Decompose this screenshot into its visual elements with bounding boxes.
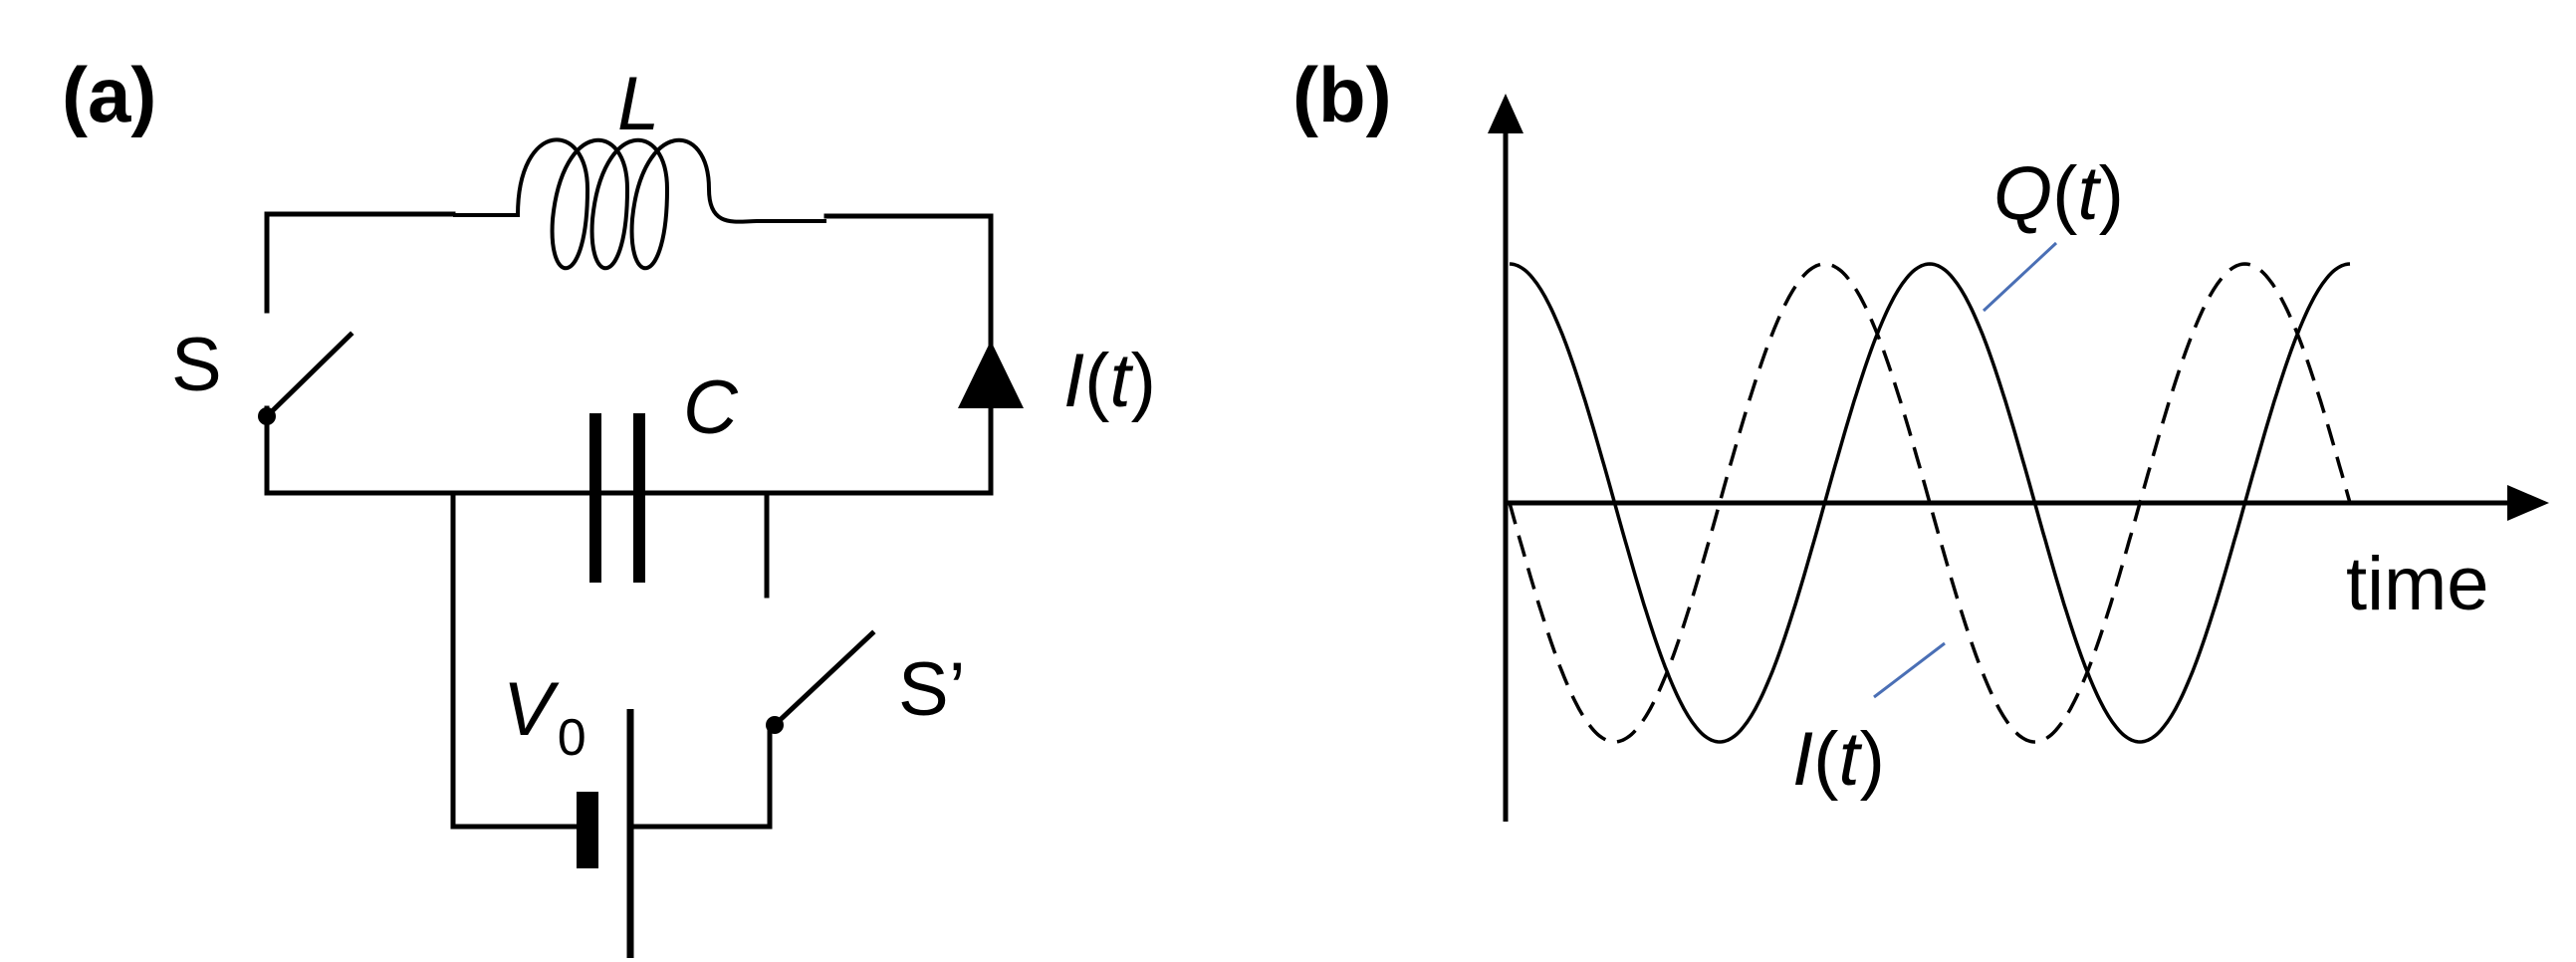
current-label: I(t) [1063,339,1156,423]
i-leader-line [1873,641,1946,699]
panel-b-label: (b) [1292,51,1392,138]
wire-top-left [264,211,456,314]
x-axis-arrowhead [2507,485,2549,521]
series-layer [1508,262,2352,744]
inductor-label: L [617,62,659,146]
i-series-label: I(t) [1792,717,1885,802]
switch-s-arm [263,331,354,420]
battery-label: V0 [503,667,586,767]
q-series-label: Q(t) [1993,151,2124,236]
series-line-i [1508,262,2352,744]
lc-circuit [258,137,1024,958]
switch-s-prime-arm [771,629,876,729]
wire-charge-right [630,722,773,830]
wire-right-and-bottom [264,213,994,496]
battery-subscript: 0 [558,709,586,767]
wire-charge-left [450,490,583,830]
plot-axes [1488,94,2549,822]
x-axis-label: time [2346,542,2489,626]
switch-s-label: S [171,323,222,407]
switch-s-prime-label: S’ [898,647,966,732]
q-leader-line [1982,241,2058,313]
series-line-q [1509,262,2351,744]
capacitor-label: C [683,365,739,450]
y-axis-arrowhead [1488,94,1523,133]
inductor-coil [453,137,826,271]
current-arrow [958,341,1024,408]
panel-a-label: (a) [62,51,156,138]
